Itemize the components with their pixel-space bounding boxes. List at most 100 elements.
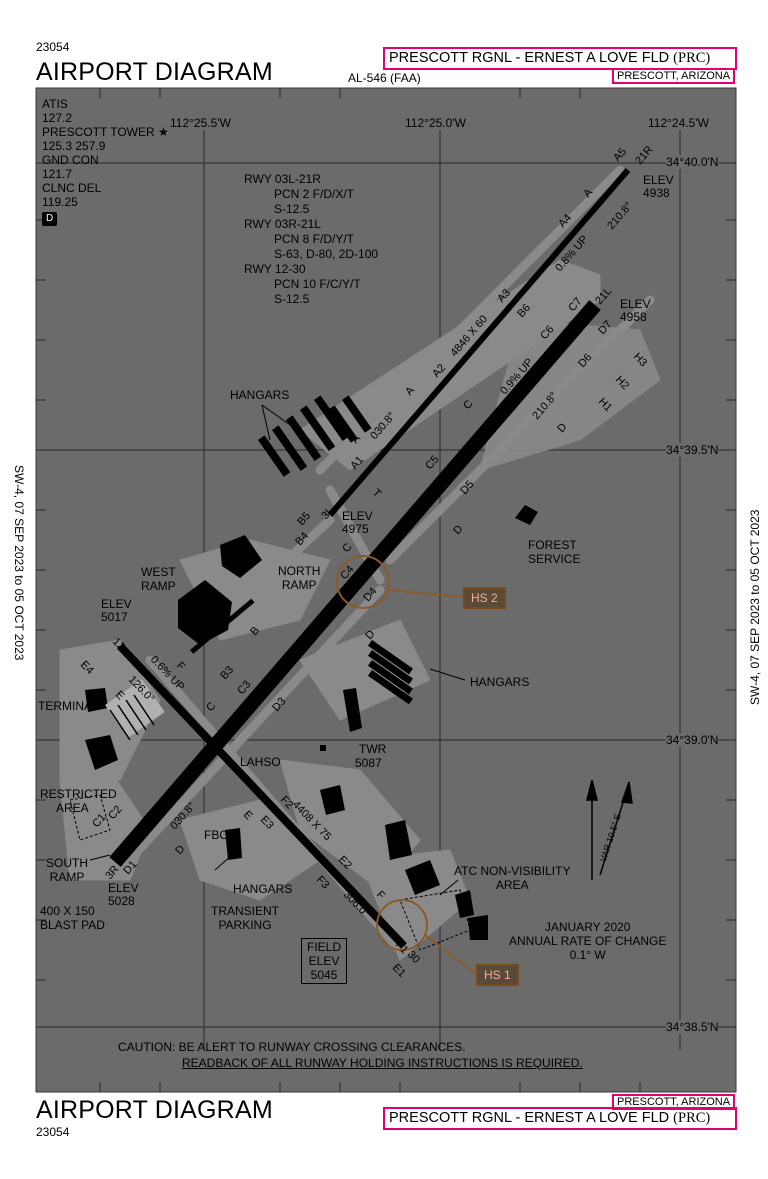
elev-label: ELEV xyxy=(620,297,651,311)
label-west-ramp: WEST RAMP xyxy=(141,565,176,593)
field-elev-label: FIELD xyxy=(307,940,342,954)
label-line: TRANSIENT xyxy=(211,904,280,918)
caution-line-2: READBACK OF ALL RUNWAY HOLDING INSTRUCTI… xyxy=(182,1056,583,1070)
elev-label: ELEV xyxy=(108,881,139,895)
freq-clnc-label: CLNC DEL xyxy=(42,181,102,195)
label-south-ramp: SOUTH RAMP xyxy=(46,856,88,884)
label-north-ramp: NORTH RAMP xyxy=(278,564,320,592)
runway-12-30 xyxy=(117,643,407,949)
label-transient-parking: TRANSIENT PARKING xyxy=(211,904,279,932)
lat-label-1: 34°40.0'N xyxy=(666,155,719,169)
elev-label: ELEV xyxy=(643,173,674,187)
rwy-info-line: S-12.5 xyxy=(274,292,310,306)
label-twr: TWR 5087 xyxy=(355,742,386,770)
city-state: PRESCOTT, ARIZONA xyxy=(612,68,736,84)
label-line: RAMP xyxy=(49,870,85,884)
lon-label-2: 112°25.0'W xyxy=(405,116,466,130)
elev-value: 4938 xyxy=(643,186,670,200)
label-line: RESTRICTED xyxy=(40,787,117,801)
label-line: NORTH xyxy=(278,564,321,578)
hot-spot-2-label: HS 2 xyxy=(463,587,506,609)
rwy-info-line: PCN 2 F/D/X/T xyxy=(274,187,355,201)
field-elev-label: ELEV xyxy=(308,954,340,968)
runway-info-block: RWY 03L-21R PCN 2 F/D/X/T S-12.5 RWY 03R… xyxy=(244,172,378,307)
footer-doc-number: 23054 xyxy=(36,1125,70,1139)
label-line: FOREST xyxy=(528,538,577,552)
rwy-info-line: RWY 12-30 xyxy=(244,262,306,276)
label-line: SERVICE xyxy=(528,552,581,566)
footer-airport-name: PRESCOTT RGNL - ERNEST A LOVE FLD xyxy=(389,1110,670,1126)
footer-airport-name-box: PRESCOTT RGNL - ERNEST A LOVE FLD (PRC) xyxy=(383,1107,737,1130)
label-annual-change: JANUARY 2020 ANNUAL RATE OF CHANGE 0.1° … xyxy=(509,920,666,962)
page-title: AIRPORT DIAGRAM xyxy=(36,58,273,86)
airport-name: PRESCOTT RGNL - ERNEST A LOVE FLD xyxy=(389,50,670,66)
lat-label-4: 34°38.5'N xyxy=(666,1020,719,1034)
lat-label-2: 34°39.5'N xyxy=(666,443,719,457)
atc-non-visibility-area xyxy=(399,889,471,951)
hot-spot-1-circle xyxy=(376,899,428,951)
terminal-building xyxy=(104,679,165,741)
elev-4958: ELEV 4958 xyxy=(620,298,651,324)
hot-spot-2-circle xyxy=(336,555,390,609)
freq-gnd-value: 121.7 xyxy=(42,167,73,181)
lon-label-1: 112°25.5'W xyxy=(170,116,231,130)
label-line: 5087 xyxy=(355,756,382,770)
airport-name-box: PRESCOTT RGNL - ERNEST A LOVE FLD (PRC) xyxy=(383,47,737,70)
runways xyxy=(109,168,631,949)
label-line: PARKING xyxy=(218,918,272,932)
elev-4975: ELEV 4975 xyxy=(342,510,373,536)
label-lahso: LAHSO xyxy=(240,755,281,769)
label-line: 400 X 150 xyxy=(40,904,95,918)
restricted-area xyxy=(69,794,111,841)
caution-line-1: CAUTION: BE ALERT TO RUNWAY CROSSING CLE… xyxy=(118,1040,466,1054)
label-line: SOUTH xyxy=(46,856,88,870)
elev-5017: ELEV 5017 xyxy=(101,598,132,624)
north-arrow xyxy=(586,779,633,880)
footer-title: AIRPORT DIAGRAM xyxy=(36,1096,273,1124)
footer-airport-id: (PRC) xyxy=(673,1110,711,1126)
label-line: TWR xyxy=(359,742,387,756)
freq-tower-value: 125.3 257.9 xyxy=(42,139,106,153)
rwy-info-line: S-63, D-80, 2D-100 xyxy=(274,247,379,261)
label-line: WEST xyxy=(141,565,176,579)
rwy-info-line: RWY 03R-21L xyxy=(244,217,321,231)
label-hangars-nw: HANGARS xyxy=(230,388,290,402)
label-line: ANNUAL RATE OF CHANGE xyxy=(509,934,667,948)
elev-label: ELEV xyxy=(342,509,373,523)
rwy-info-line: PCN 8 F/D/Y/T xyxy=(274,232,355,246)
elev-label: ELEV xyxy=(101,597,132,611)
side-label-right: SW-4, 07 SEP 2023 to 05 OCT 2023 xyxy=(748,509,762,705)
hot-spot-1-label: HS 1 xyxy=(476,964,519,986)
label-hangars-e: HANGARS xyxy=(470,675,530,689)
freq-atis-label: ATIS xyxy=(42,97,68,111)
label-line: RAMP xyxy=(141,579,176,593)
elev-value: 4958 xyxy=(620,310,647,324)
d-symbol: D xyxy=(42,212,58,226)
label-line: BLAST PAD xyxy=(40,918,105,932)
label-line: ATC NON-VISIBILITY xyxy=(454,864,571,878)
runway-03R-21L xyxy=(109,300,601,867)
label-fbo: FBO xyxy=(204,828,229,842)
elev-value: 5028 xyxy=(108,894,135,908)
label-line: AREA xyxy=(495,878,529,892)
al-code: AL-546 (FAA) xyxy=(348,71,421,85)
buildings xyxy=(85,395,538,940)
side-label-left: SW-4, 07 SEP 2023 to 05 OCT 2023 xyxy=(12,465,26,661)
label-hangars-s: HANGARS xyxy=(233,882,293,896)
elev-4938: ELEV 4938 xyxy=(643,174,674,200)
label-restricted-area: RESTRICTED AREA xyxy=(40,787,117,815)
lat-label-3: 34°39.0'N xyxy=(666,733,719,747)
elev-5028: ELEV 5028 xyxy=(108,882,139,908)
airport-id: (PRC) xyxy=(673,50,711,66)
label-forest-service: FOREST SERVICE xyxy=(528,538,580,566)
lon-label-3: 112°24.5'W xyxy=(648,116,709,130)
elev-value: 4975 xyxy=(342,522,369,536)
freq-tower-label: PRESCOTT TOWER ★ xyxy=(42,125,169,139)
label-atc-non-visibility: ATC NON-VISIBILITY AREA xyxy=(454,864,570,892)
footer-city-state: PRESCOTT, ARIZONA xyxy=(612,1094,736,1110)
freq-clnc-value: 119.25 xyxy=(42,195,78,209)
rwy-info-line: S-12.5 xyxy=(274,202,310,216)
label-line: AREA xyxy=(56,801,89,815)
label-terminal: TERMINAL xyxy=(38,699,99,713)
